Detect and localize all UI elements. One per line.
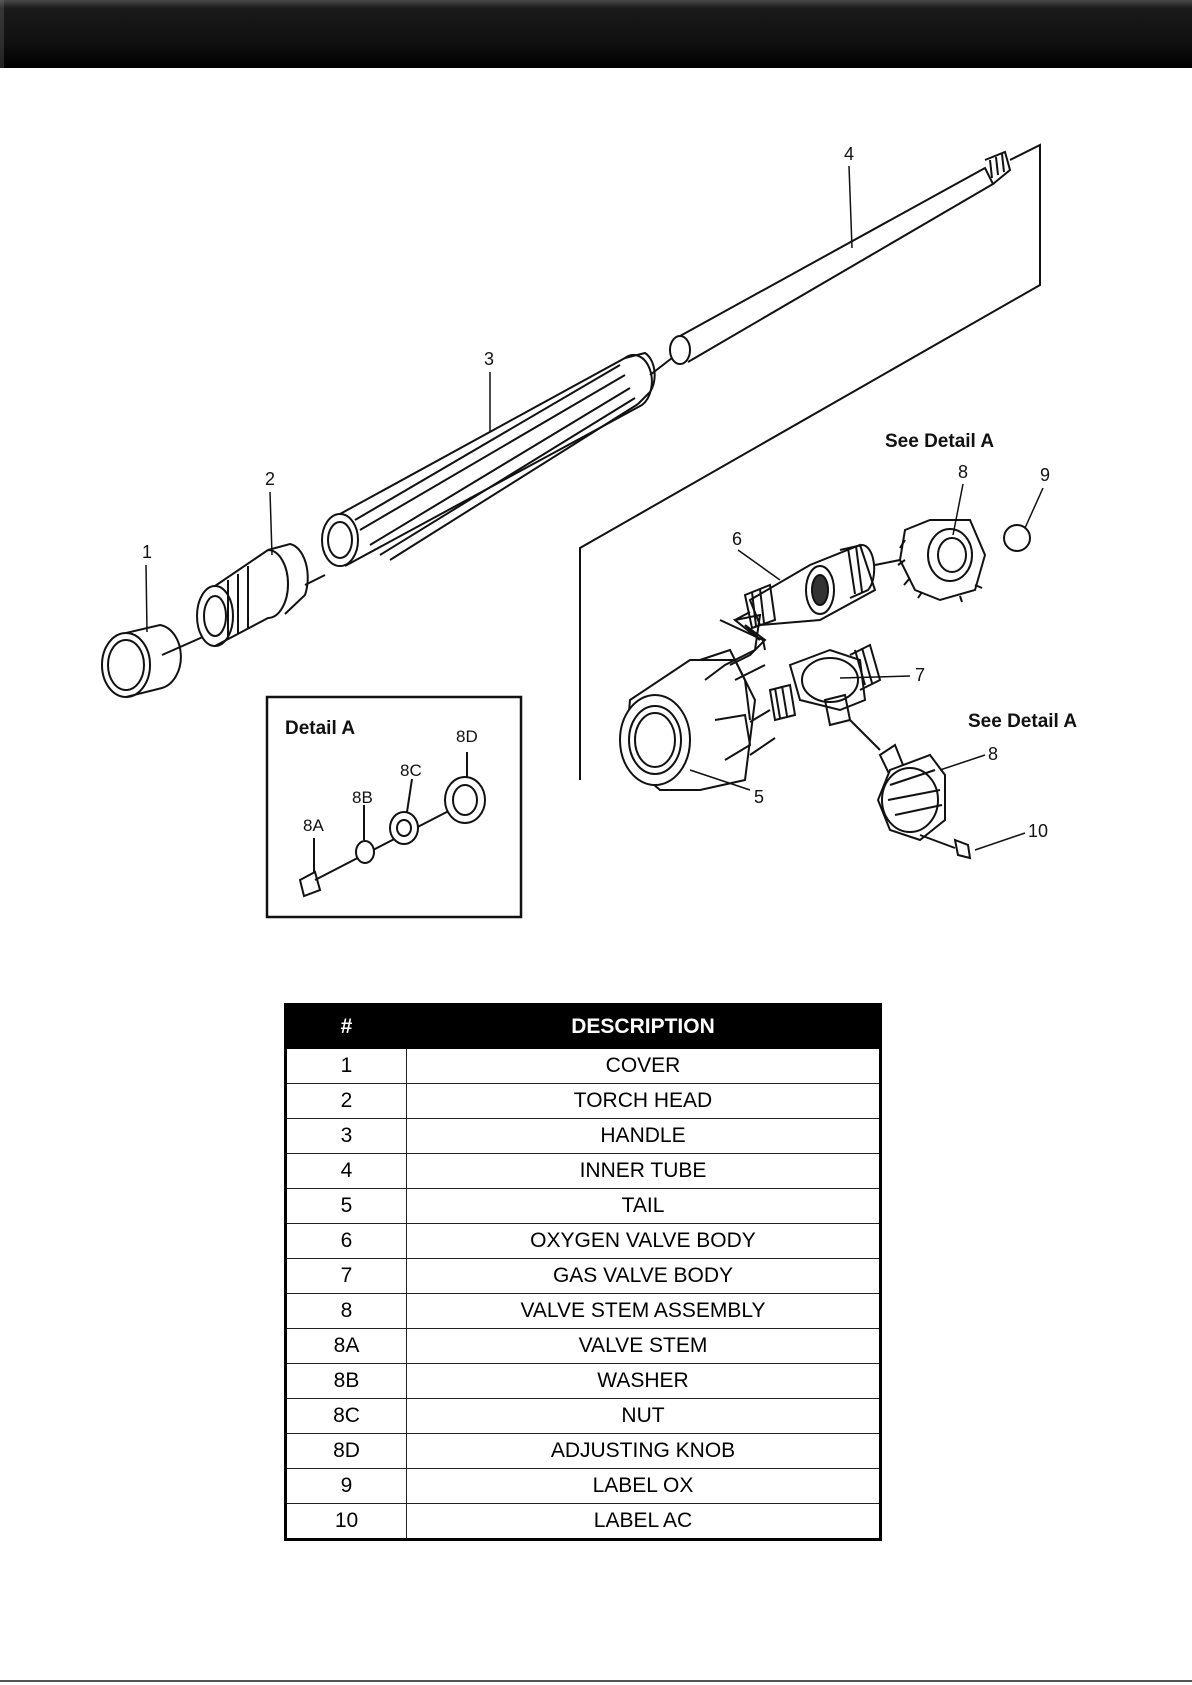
callout-10: 10 (1028, 821, 1048, 841)
part-description-cell: NUT (407, 1399, 881, 1434)
part-gas-valve-drawing (750, 645, 880, 750)
part-description-cell: VALVE STEM (407, 1329, 881, 1364)
part-handle-drawing (322, 353, 672, 566)
part-number-cell: 8A (286, 1329, 407, 1364)
column-header-description: DESCRIPTION (407, 1005, 881, 1049)
callout-5: 5 (754, 787, 764, 807)
part-description-cell: OXYGEN VALVE BODY (407, 1224, 881, 1259)
part-description-cell: TAIL (407, 1189, 881, 1224)
part-valve-knob-bottom-drawing (878, 745, 970, 858)
part-valve-knob-top-drawing (875, 520, 985, 602)
callout-4: 4 (844, 144, 854, 164)
callout-8-top: 8 (958, 462, 968, 482)
part-number-cell: 7 (286, 1259, 407, 1294)
part-number-cell: 8C (286, 1399, 407, 1434)
part-number-cell: 1 (286, 1049, 407, 1084)
part-number-cell: 9 (286, 1469, 407, 1504)
callout-6: 6 (732, 529, 742, 549)
exploded-parts-diagram: 1 2 3 4 5 6 7 8 8 9 10 See Detail A See … (0, 0, 1192, 960)
part-number-cell: 3 (286, 1119, 407, 1154)
see-detail-a-label-bottom: See Detail A (968, 711, 1077, 732)
part-number-cell: 10 (286, 1504, 407, 1540)
part-cover-drawing (102, 625, 205, 697)
part-number-cell: 8 (286, 1294, 407, 1329)
part-description-cell: LABEL AC (407, 1504, 881, 1540)
part-description-cell: TORCH HEAD (407, 1084, 881, 1119)
detail-a-title: Detail A (285, 718, 355, 739)
part-description-cell: ADJUSTING KNOB (407, 1434, 881, 1469)
part-description-cell: COVER (407, 1049, 881, 1084)
part-number-cell: 6 (286, 1224, 407, 1259)
part-label-ox-drawing (1004, 525, 1030, 551)
part-description-cell: INNER TUBE (407, 1154, 881, 1189)
part-torch-head-drawing (197, 544, 325, 646)
part-description-cell: LABEL OX (407, 1469, 881, 1504)
part-description-cell: GAS VALVE BODY (407, 1259, 881, 1294)
part-tail-drawing (620, 615, 775, 790)
callout-7: 7 (915, 665, 925, 685)
parts-table-header-row: # DESCRIPTION (286, 1005, 881, 1049)
detail-callout-8d: 8D (456, 727, 478, 746)
detail-a-box: Detail A 8A 8B 8C 8D (267, 697, 521, 917)
part-description-cell: WASHER (407, 1364, 881, 1399)
detail-callout-8c: 8C (400, 761, 422, 780)
callout-8-bottom: 8 (988, 744, 998, 764)
callout-9: 9 (1040, 465, 1050, 485)
part-description-cell: HANDLE (407, 1119, 881, 1154)
part-number-cell: 4 (286, 1154, 407, 1189)
part-number-cell: 8D (286, 1434, 407, 1469)
detail-callout-8a: 8A (303, 816, 324, 835)
column-header-number: # (286, 1005, 407, 1049)
callout-2: 2 (265, 469, 275, 489)
part-number-cell: 2 (286, 1084, 407, 1119)
callout-1: 1 (142, 542, 152, 562)
detail-callout-8b: 8B (352, 788, 373, 807)
callout-3: 3 (484, 349, 494, 369)
see-detail-a-label-top: See Detail A (885, 431, 994, 452)
part-number-cell: 8B (286, 1364, 407, 1399)
part-description-cell: VALVE STEM ASSEMBLY (407, 1294, 881, 1329)
footer-rule (0, 1680, 1192, 1682)
part-number-cell: 5 (286, 1189, 407, 1224)
